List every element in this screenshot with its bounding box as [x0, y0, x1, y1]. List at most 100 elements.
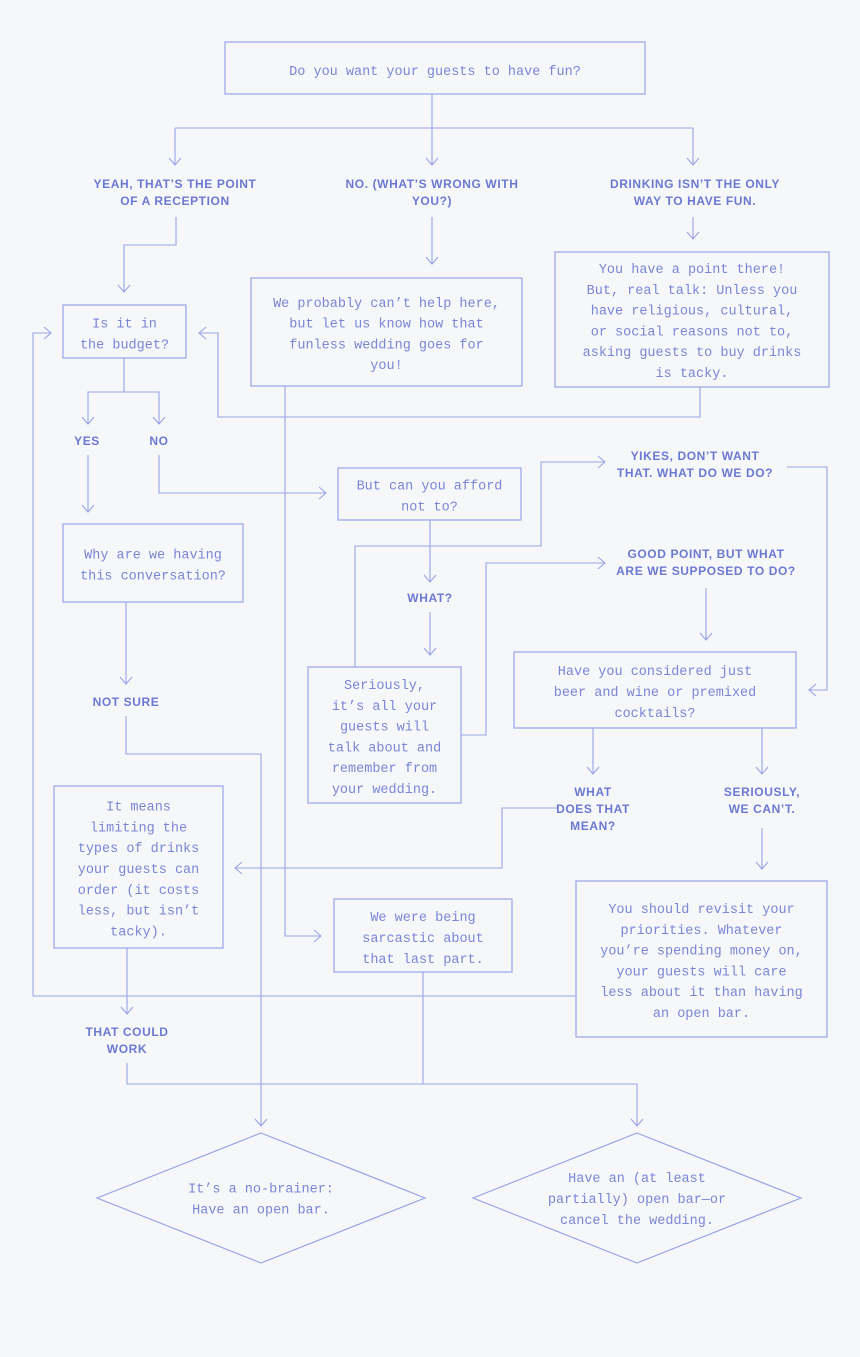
- text-point-there-line: is tacky.: [656, 367, 729, 382]
- arrow-head-7: [686, 231, 700, 240]
- text-point-there-line: asking guests to buy drinks: [583, 346, 802, 361]
- arrow-head-12: [318, 486, 327, 500]
- text-partial-bar-line: Have an (at least: [568, 1172, 706, 1187]
- text-cant-help-line: you!: [370, 359, 402, 374]
- text-afford-not-line: not to?: [401, 500, 458, 515]
- arrow-head-21: [234, 861, 243, 875]
- box-revisit: [575, 880, 828, 1038]
- arrow-head-17: [808, 683, 817, 697]
- text-start-line: Do you want your guests to have fun?: [289, 65, 581, 80]
- arrow-head-16: [597, 556, 606, 570]
- arrow-head-1: [425, 157, 439, 166]
- label-good-point-line: ARE WE SUPPOSED TO DO?: [616, 564, 796, 578]
- node-shapes: [53, 41, 830, 1264]
- text-considered-line: cocktails?: [614, 707, 695, 722]
- arrow-head-4: [686, 157, 700, 166]
- connector-15: [354, 461, 605, 667]
- text-cant-help-line: funless wedding goes for: [289, 338, 483, 353]
- text-seriously-line: guests will: [340, 721, 429, 736]
- text-revisit-line: your guests will care: [616, 965, 786, 980]
- arrow-head-11: [81, 504, 95, 513]
- label-could-work-line: THAT COULD: [85, 1025, 168, 1039]
- text-no-brainer-line: It’s a no-brainer:: [188, 1183, 334, 1198]
- arrow-head-26: [120, 1006, 134, 1015]
- label-what: WHAT?: [407, 591, 452, 605]
- text-revisit-line: you’re spending money on,: [600, 945, 803, 960]
- node-texts: Do you want your guests to have fun? Is i…: [74, 65, 803, 1229]
- text-revisit-line: an open bar.: [653, 1007, 750, 1022]
- arrow-head-14: [423, 647, 437, 656]
- label-not-sure-line: NOT SURE: [93, 695, 160, 709]
- text-point-there-line: You have a point there!: [599, 263, 785, 278]
- connector-25: [284, 386, 321, 937]
- box-why-conversation: [62, 523, 244, 603]
- label-could-work-line: WORK: [107, 1042, 147, 1056]
- label-yikes-line: YIKES, DON’T WANT: [631, 449, 760, 463]
- text-seriously-line: remember from: [332, 762, 437, 777]
- connector-5: [123, 217, 177, 292]
- box-point-there: [554, 251, 830, 388]
- text-no-brainer: It’s a no-brainer: Have an open bar.: [188, 1183, 334, 1219]
- arrow-head-19: [586, 766, 600, 775]
- arrow-head-24: [254, 1118, 268, 1127]
- arrow-head-13: [423, 574, 437, 583]
- text-seriously-line: your wedding.: [332, 783, 437, 798]
- label-could-work: THAT COULD WORK: [85, 1025, 168, 1056]
- text-considered: Have you considered just beer and wine or…: [554, 665, 757, 722]
- arrow-head-27: [43, 326, 52, 340]
- box-budget: [62, 304, 187, 359]
- label-yikes-line: THAT. WHAT DO WE DO?: [617, 466, 773, 480]
- arrow-head-28: [630, 1118, 644, 1127]
- text-start: Do you want your guests to have fun?: [289, 65, 581, 80]
- box-start: [224, 41, 646, 95]
- text-considered-line: Have you considered just: [558, 665, 752, 680]
- label-what-mean-line: WHAT: [574, 785, 612, 799]
- text-it-means-line: It means: [106, 801, 171, 816]
- text-why-conversation-line: this conversation?: [80, 569, 226, 584]
- text-cant-help-line: but let us know how that: [289, 318, 483, 333]
- label-no: NO: [149, 434, 168, 448]
- text-sarcastic-line: sarcastic about: [362, 932, 484, 947]
- text-seriously: Seriously, it’s all your guests will talk a…: [328, 679, 441, 798]
- arrow-head-15: [597, 455, 606, 469]
- connector-21: [235, 807, 558, 869]
- text-seriously-line: talk about and: [328, 741, 441, 756]
- label-no-line: NO: [149, 434, 168, 448]
- label-not-sure: NOT SURE: [93, 695, 160, 709]
- text-partial-bar-line: cancel the wedding.: [560, 1214, 714, 1229]
- label-what-mean-line: DOES THAT: [556, 802, 630, 816]
- text-cant-help-line: We probably can’t help here,: [273, 297, 500, 312]
- label-yes-line: YES: [74, 434, 100, 448]
- text-cant-help: We probably can’t help here, but let us k…: [273, 297, 500, 374]
- diamond-partial-bar: [471, 1132, 803, 1264]
- text-it-means-line: limiting the: [90, 821, 187, 836]
- text-seriously-line: it’s all your: [332, 700, 437, 715]
- arrow-head-10: [152, 416, 166, 425]
- text-it-means-line: types of drinks: [78, 842, 200, 857]
- label-drinking-line: WAY TO HAVE FUN.: [634, 194, 757, 208]
- text-point-there-line: or social reasons not to,: [591, 325, 794, 340]
- text-partial-bar: Have an (at least partially) open bar—or c…: [548, 1172, 726, 1229]
- box-cant-help: [250, 277, 523, 387]
- text-partial-bar-line: partially) open bar—or: [548, 1193, 726, 1208]
- label-drinking-line: DRINKING ISN’T THE ONLY: [610, 177, 780, 191]
- text-considered-line: beer and wine or premixed: [554, 686, 757, 701]
- arrow-head-9: [81, 416, 95, 425]
- text-no-brainer-line: Have an open bar.: [192, 1203, 330, 1218]
- label-no-wrong-line: YOU?): [412, 194, 452, 208]
- text-point-there: You have a point there!But, real talk: U…: [583, 263, 802, 382]
- arrow-head-22: [755, 861, 769, 870]
- text-it-means-line: your guests can: [78, 863, 200, 878]
- connector-28: [126, 1063, 638, 1126]
- label-yes: YES: [74, 434, 100, 448]
- connector-8: [199, 332, 701, 418]
- text-why-conversation-line: Why are we having: [84, 549, 222, 564]
- label-seriously-cant-line: WE CAN’T.: [729, 802, 796, 816]
- text-seriously-line: Seriously,: [344, 679, 425, 694]
- label-no-wrong-line: NO. (WHAT’S WRONG WITH: [346, 177, 519, 191]
